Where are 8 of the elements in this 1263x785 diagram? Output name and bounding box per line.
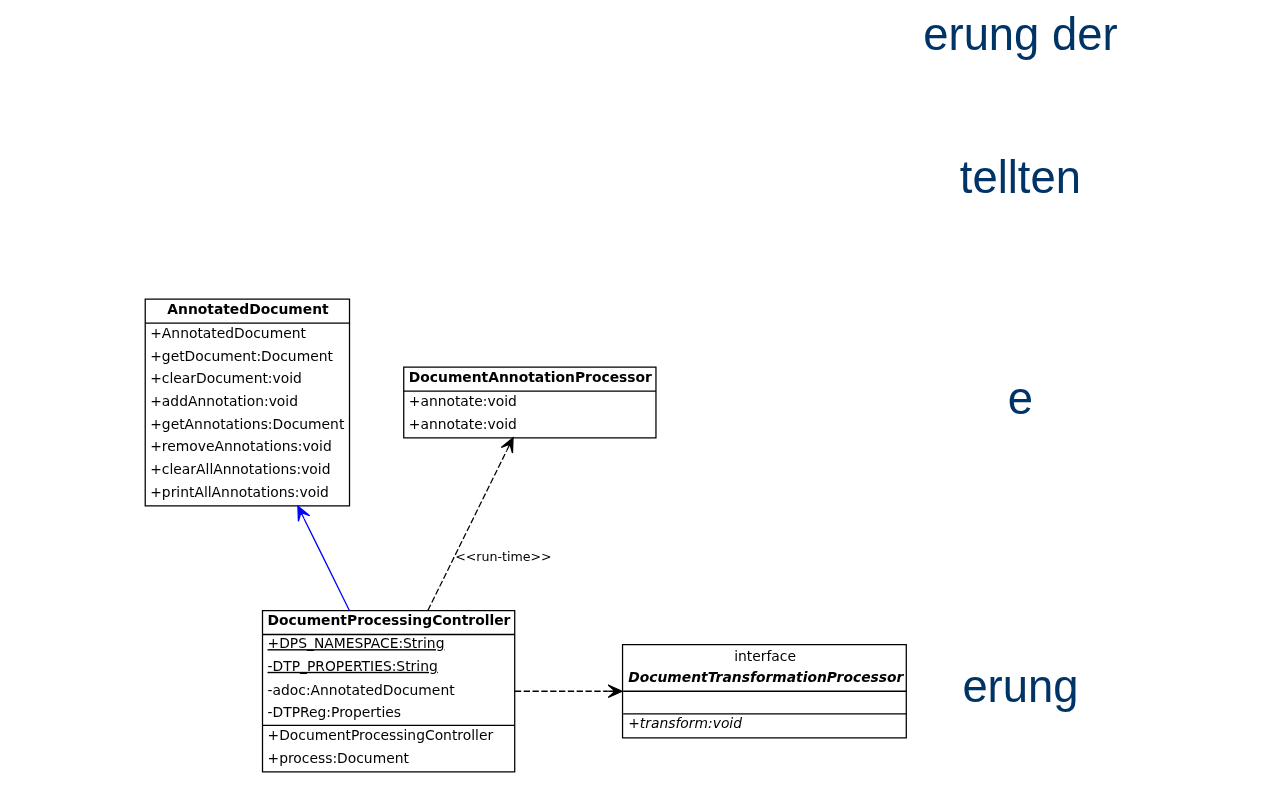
arrow xyxy=(513,683,623,698)
edge-label: <<run-time>> xyxy=(454,548,552,564)
label: erung xyxy=(961,660,1078,712)
label: tellten xyxy=(959,151,1081,203)
label: e xyxy=(1007,372,1033,424)
arrow xyxy=(296,504,350,611)
label: erung der xyxy=(922,8,1118,60)
arrow xyxy=(426,436,514,611)
